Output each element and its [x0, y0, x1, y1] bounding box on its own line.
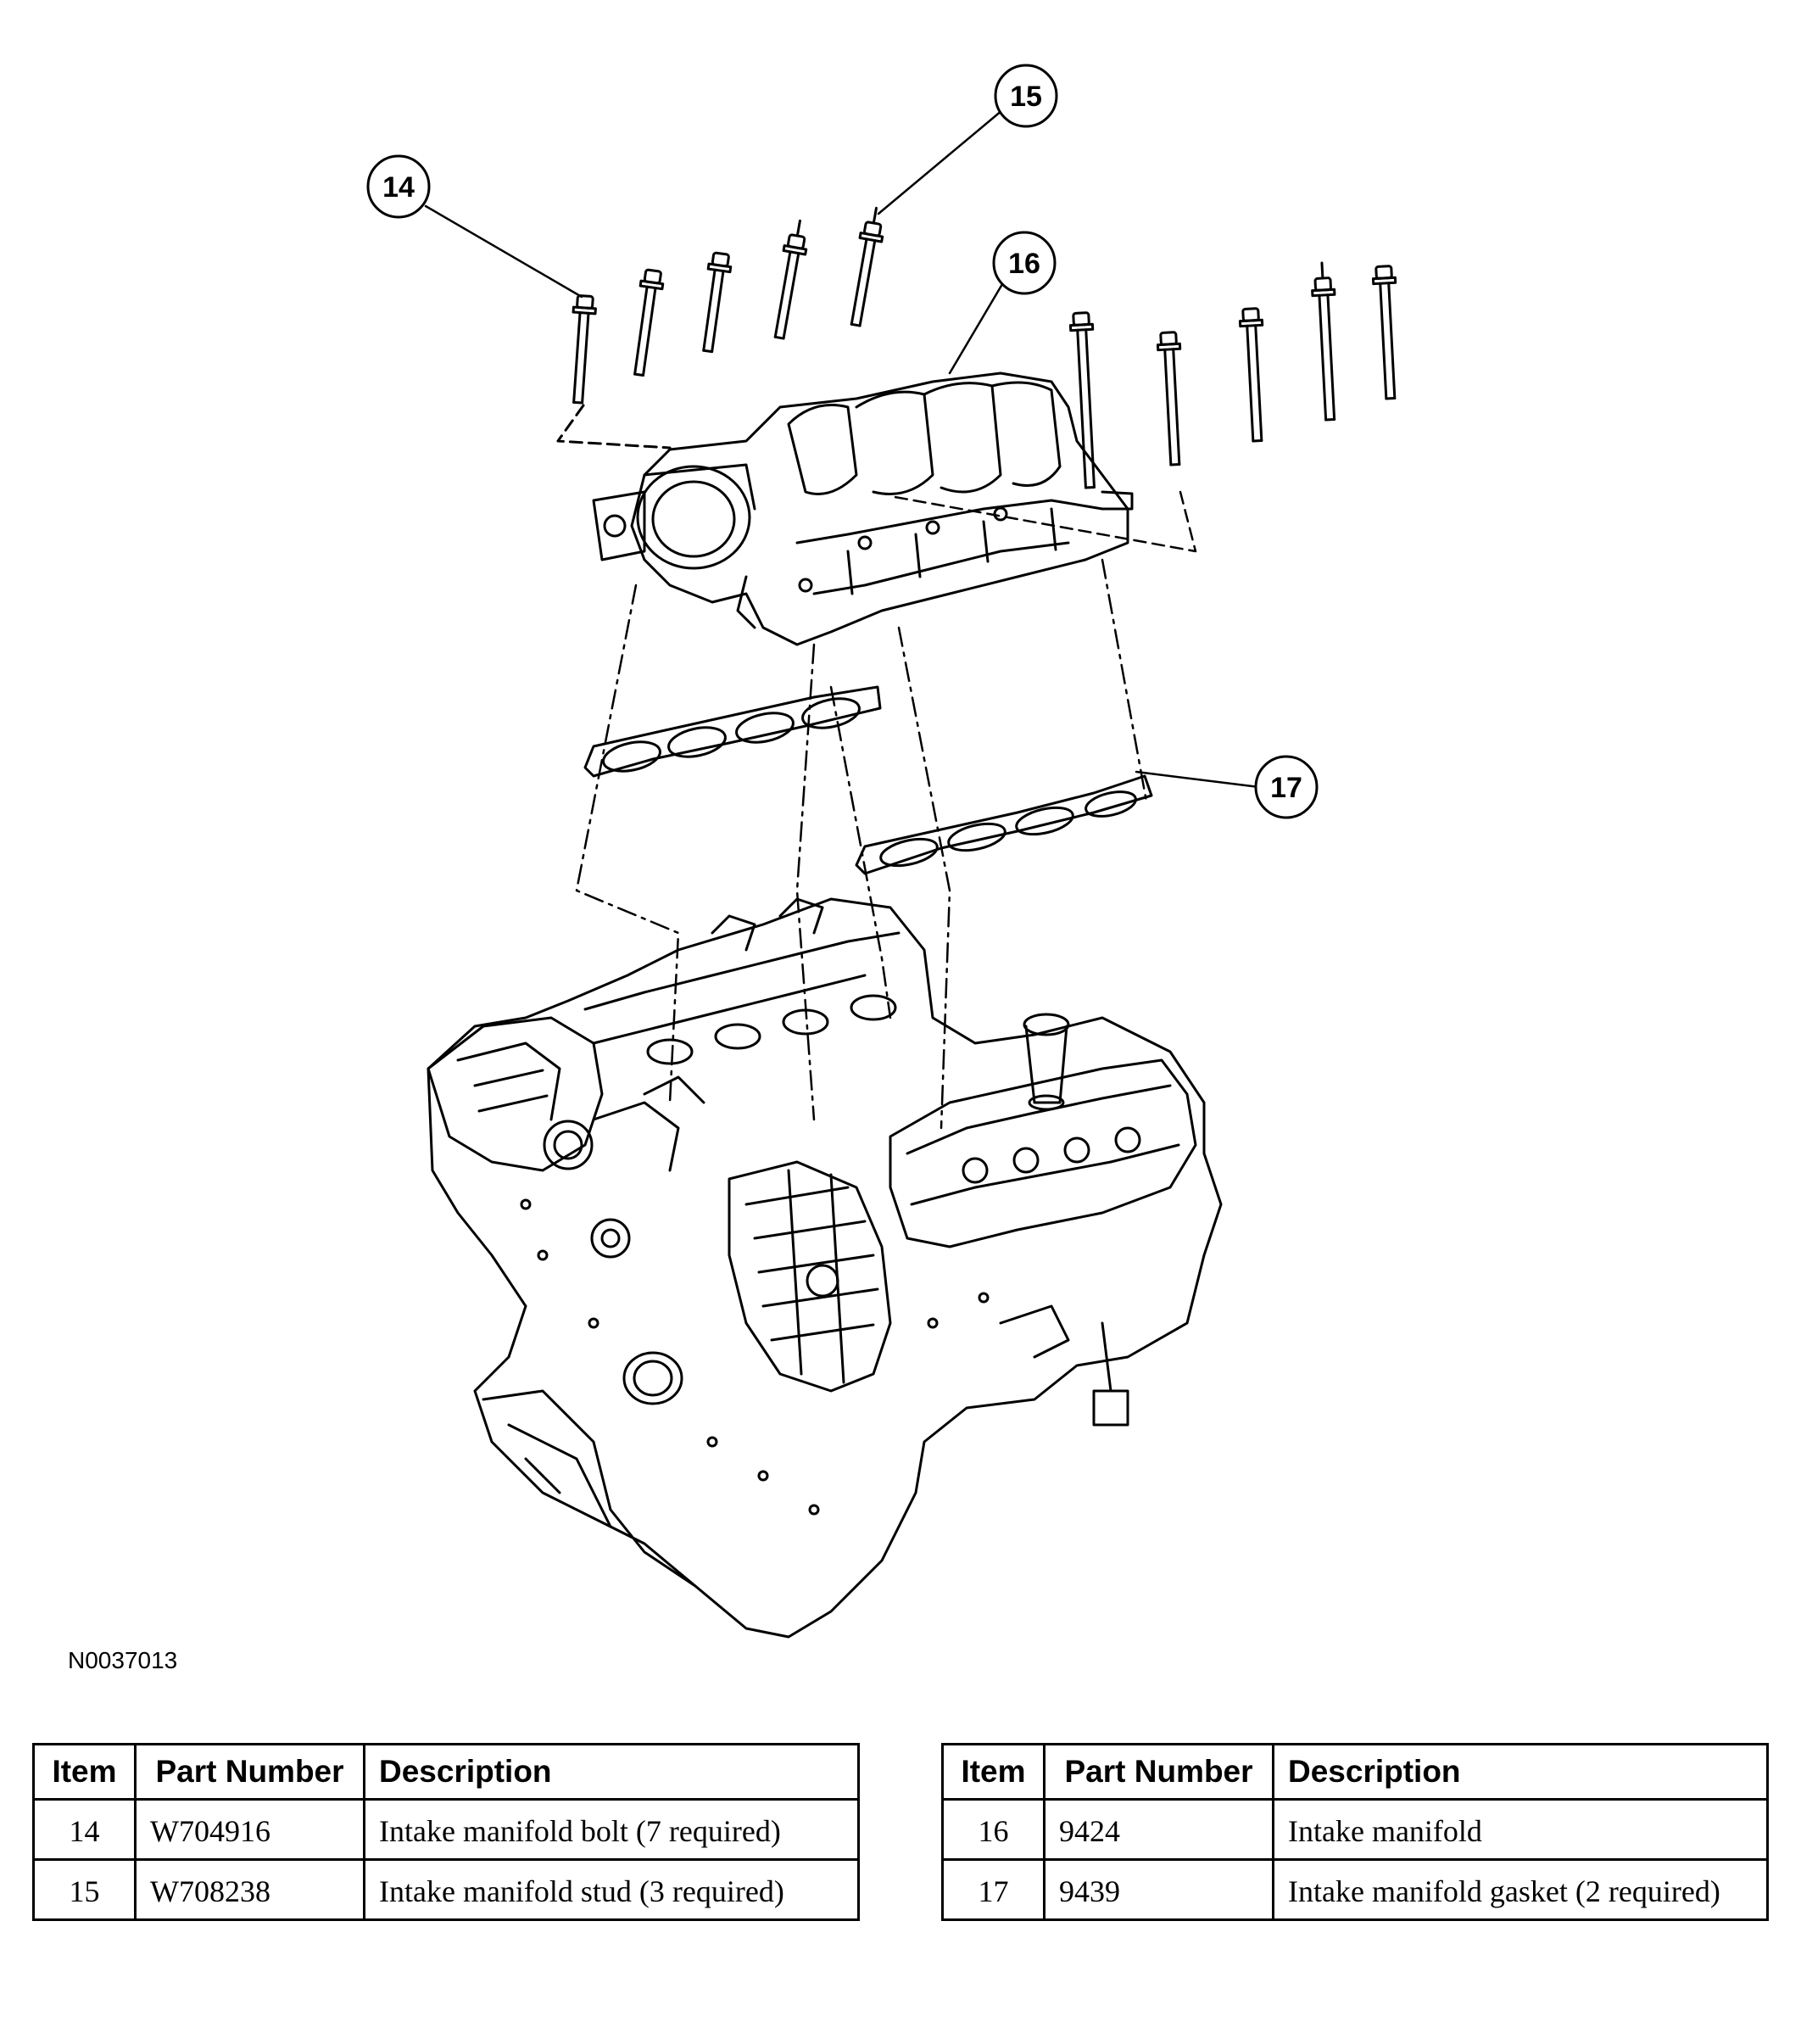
- table-row: 14 W704916 Intake manifold bolt (7 requi…: [32, 1798, 860, 1861]
- callout-label: 16: [1008, 248, 1040, 280]
- header-description: Description: [1272, 1743, 1769, 1801]
- exploded-view-diagram: 14 15 16 17: [366, 64, 1397, 1639]
- table-row: 15 W708238 Intake manifold stud (3 requi…: [32, 1858, 860, 1921]
- table-row: 17 9439 Intake manifold gasket (2 requir…: [941, 1858, 1769, 1921]
- callout-label: 17: [1270, 772, 1302, 804]
- cell-part-number: 9424: [1043, 1798, 1274, 1861]
- table-header-row: Item Part Number Description: [941, 1743, 1769, 1801]
- cell-part-number: 9439: [1043, 1858, 1274, 1921]
- callout-15: 15: [994, 64, 1058, 128]
- callout-14: 14: [366, 154, 431, 219]
- intake-manifold: [592, 371, 1134, 646]
- parts-table-right: Item Part Number Description 16 9424 Int…: [941, 1743, 1769, 1921]
- parts-table-left: Item Part Number Description 14 W704916 …: [32, 1743, 860, 1921]
- cell-item: 14: [32, 1798, 137, 1861]
- callout-16: 16: [992, 231, 1057, 295]
- callout-17: 17: [1254, 755, 1319, 819]
- header-part-number: Part Number: [1043, 1743, 1274, 1801]
- cell-item: 17: [941, 1858, 1045, 1921]
- cell-description: Intake manifold: [1272, 1798, 1769, 1861]
- cell-item: 15: [32, 1858, 137, 1921]
- table-header-row: Item Part Number Description: [32, 1743, 860, 1801]
- header-item: Item: [941, 1743, 1045, 1801]
- engine-block: [427, 897, 1223, 1639]
- callout-label: 14: [382, 171, 415, 204]
- cell-part-number: W704916: [134, 1798, 365, 1861]
- figure-id: N0037013: [68, 1647, 178, 1673]
- table-row: 16 9424 Intake manifold: [941, 1798, 1769, 1861]
- header-part-number: Part Number: [134, 1743, 365, 1801]
- cell-part-number: W708238: [134, 1858, 365, 1921]
- cell-description: Intake manifold stud (3 required): [363, 1858, 860, 1921]
- cell-item: 16: [941, 1798, 1045, 1861]
- callout-label: 15: [1010, 81, 1042, 113]
- cell-description: Intake manifold bolt (7 required): [363, 1798, 860, 1861]
- cell-description: Intake manifold gasket (2 required): [1272, 1858, 1769, 1921]
- intake-manifold-gaskets: [583, 685, 1153, 875]
- header-description: Description: [363, 1743, 860, 1801]
- intake-manifold-bolts: [572, 206, 1397, 489]
- header-item: Item: [32, 1743, 137, 1801]
